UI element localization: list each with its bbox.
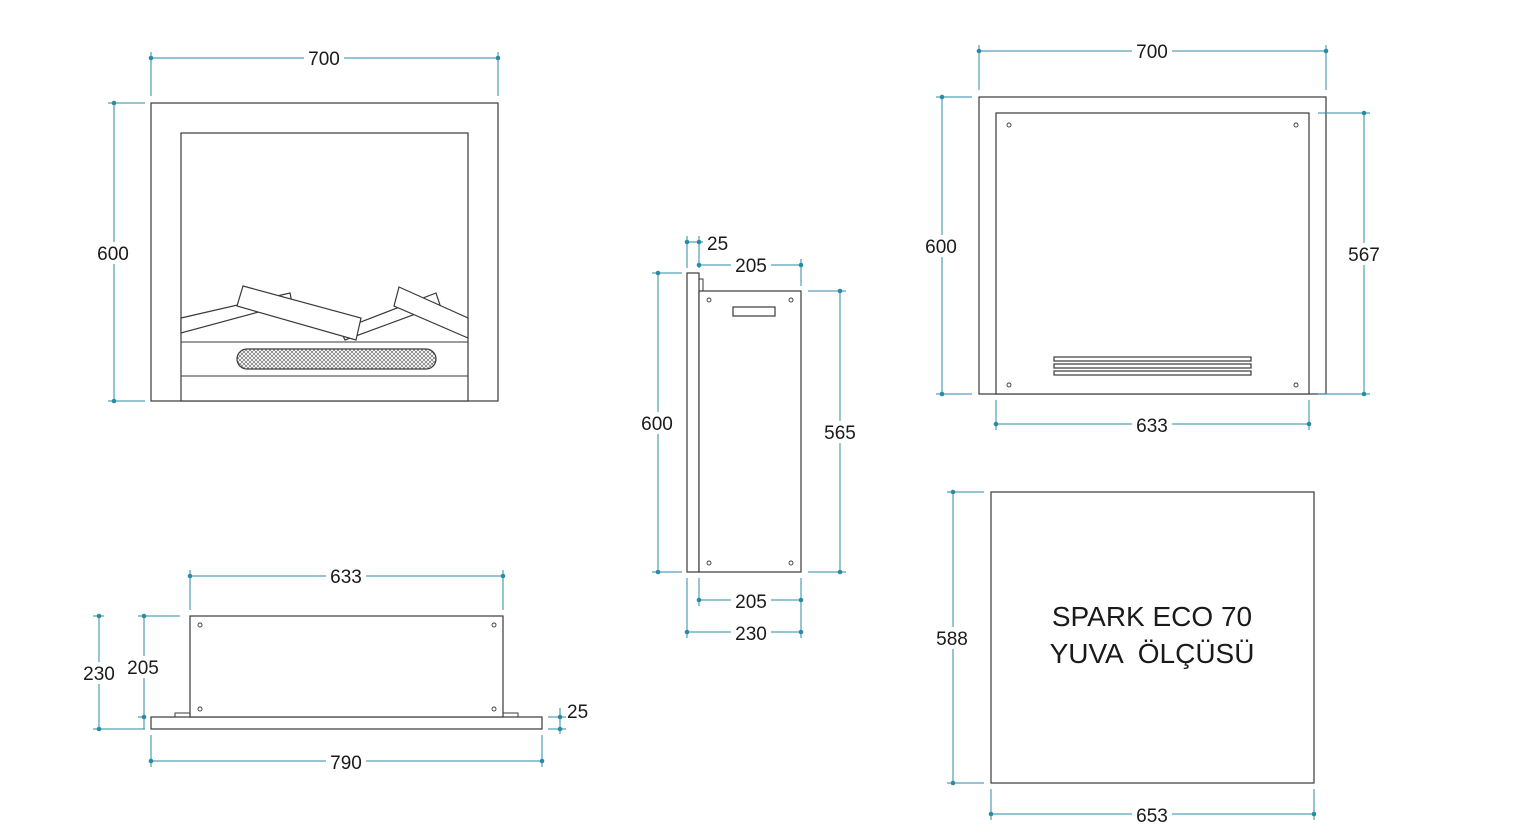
dim-top-depth-total: 230 xyxy=(79,613,145,732)
dim-front-width: 700 xyxy=(148,48,501,96)
log-right xyxy=(393,286,469,339)
side-slot xyxy=(732,306,776,317)
dim-label-side-depth-top: 205 xyxy=(735,256,767,277)
dim-label-side-depth-bottom-total: 230 xyxy=(735,624,767,645)
side-body xyxy=(698,290,802,573)
dim-side-body-height: 565 xyxy=(808,288,860,575)
front-view: 700 600 xyxy=(94,48,501,404)
dim-side-depth-bottom-total: 230 xyxy=(684,578,804,645)
dim-front-height: 600 xyxy=(94,100,145,404)
dim-back-inner-height: 567 xyxy=(1318,110,1384,397)
dim-side-flange: 25 xyxy=(684,234,728,268)
niche-view: SPARK ECO 70 YUVA ÖLÇÜSÜ 588 653 xyxy=(933,489,1317,827)
dim-side-depth-bottom-inner: 205 xyxy=(696,578,804,638)
dim-label-niche-height: 588 xyxy=(936,629,968,650)
niche-outline xyxy=(990,491,1315,784)
dim-top-total-width: 790 xyxy=(148,735,545,774)
top-body xyxy=(189,615,504,718)
dim-niche-width: 653 xyxy=(988,789,1317,827)
dim-label-side-flange: 25 xyxy=(707,234,728,255)
back-vent xyxy=(1053,356,1252,376)
dim-top-width: 633 xyxy=(187,566,506,610)
back-panel xyxy=(995,112,1310,395)
dim-back-inner-width: 633 xyxy=(993,400,1312,437)
dim-label-niche-width: 653 xyxy=(1136,806,1168,827)
dim-top-flange: 25 xyxy=(548,702,588,734)
dim-label-back-height: 600 xyxy=(925,237,957,258)
dim-back-height: 600 xyxy=(922,94,972,397)
dim-top-depth-body: 205 xyxy=(124,613,180,729)
dim-label-side-depth-bottom-inner: 205 xyxy=(735,592,767,613)
dim-label-side-height: 600 xyxy=(641,414,673,435)
top-flange xyxy=(150,716,543,730)
dim-label-front-height: 600 xyxy=(97,244,129,265)
dim-label-top-flange: 25 xyxy=(567,702,588,723)
side-flange xyxy=(686,272,700,573)
dim-label-back-inner-width: 633 xyxy=(1136,416,1168,437)
niche-title-line2: YUVA ÖLÇÜSÜ xyxy=(1050,638,1255,669)
dim-label-front-width: 700 xyxy=(308,49,340,70)
dim-label-top-width: 633 xyxy=(330,567,362,588)
side-view: 25 205 600 565 xyxy=(638,234,860,645)
log-left xyxy=(236,285,362,341)
dim-side-height: 600 xyxy=(638,270,682,575)
dim-back-width: 700 xyxy=(976,41,1329,90)
dim-label-top-depth-total: 230 xyxy=(83,664,115,685)
dim-label-top-total-width: 790 xyxy=(330,753,362,774)
top-view: 633 230 205 25 xyxy=(79,566,588,774)
dim-niche-height: 588 xyxy=(933,489,984,786)
logs-graphic xyxy=(180,285,469,341)
dim-side-depth-top: 205 xyxy=(696,255,804,286)
niche-title-line1: SPARK ECO 70 xyxy=(1052,601,1252,632)
dim-label-back-width: 700 xyxy=(1136,42,1168,63)
heater-grille xyxy=(236,348,437,370)
back-view: 700 600 567 xyxy=(922,41,1384,437)
dim-label-side-body-height: 565 xyxy=(824,423,856,444)
dim-label-top-depth-body: 205 xyxy=(127,658,159,679)
dim-label-back-inner-height: 567 xyxy=(1348,245,1380,266)
